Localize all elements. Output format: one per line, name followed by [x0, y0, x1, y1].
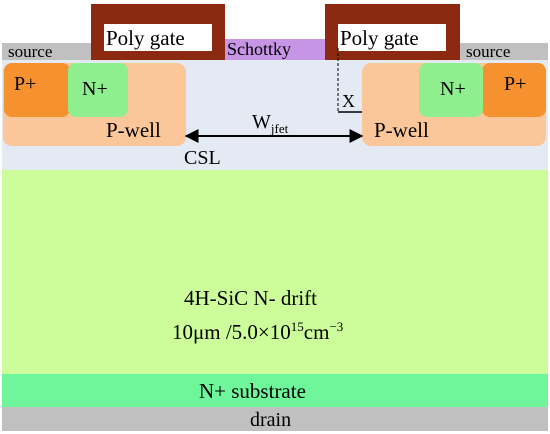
poly-gate-left-inner: [104, 24, 212, 51]
p-plus-right-label: P+: [504, 73, 527, 95]
p-plus-right: [482, 63, 546, 117]
n-plus-right-label: N+: [440, 78, 466, 100]
source-left-label: source: [8, 42, 53, 61]
n-plus-left-label: N+: [82, 78, 108, 100]
substrate-label: N+ substrate: [199, 379, 306, 403]
schottky-label: Schottky: [227, 39, 292, 59]
drift-doping-exponent: 15: [290, 319, 304, 334]
wjfet-label: Wjfet: [252, 112, 288, 135]
poly-gate-right-inner: [338, 24, 446, 51]
source-metal-right: [460, 43, 548, 60]
drift-doping-unit-exponent: −3: [329, 319, 344, 334]
p-plus-left: [4, 63, 70, 117]
wjfet-subscript: jfet: [270, 121, 289, 136]
substrate-region: [2, 374, 548, 407]
drain-label: drain: [250, 409, 292, 431]
n-plus-left: [68, 63, 128, 117]
csl-label: CSL: [184, 147, 221, 169]
x-label: X: [342, 91, 355, 111]
p-well-left-label: P-well: [106, 118, 161, 142]
drain-region: [2, 407, 548, 431]
p-plus-left-label: P+: [14, 73, 37, 95]
n-plus-right: [419, 63, 483, 117]
drift-label-line1: 4H-SiC N- drift: [184, 286, 317, 310]
poly-gate-left-label: Poly gate: [106, 26, 185, 50]
drift-label-line2: 10μm /5.0×1015cm−3: [172, 320, 343, 343]
drift-region: [2, 170, 548, 374]
p-well-right-label: P-well: [374, 118, 429, 142]
schottky-metal: [225, 39, 325, 60]
source-metal-left: [2, 43, 92, 60]
wjfet-base: W: [252, 111, 271, 133]
drift-doping-base: 10μm /5.0×10: [172, 320, 291, 344]
drift-doping-unit: cm: [303, 320, 330, 344]
poly-gate-right-label: Poly gate: [340, 26, 419, 50]
source-right-label: source: [466, 42, 511, 61]
